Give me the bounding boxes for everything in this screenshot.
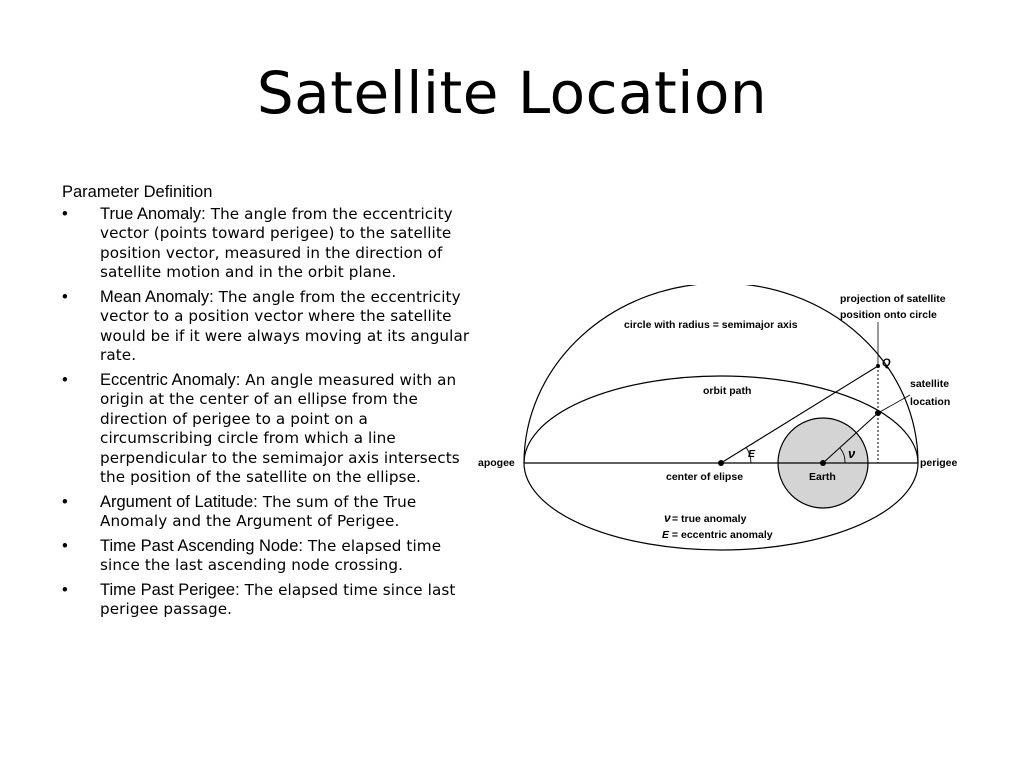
item-term: Time Past Ascending Node: (100, 536, 303, 555)
center-point (718, 460, 724, 466)
satellite-label-line2: location (910, 396, 950, 408)
true-anomaly-arc (839, 447, 846, 464)
true-anomaly-line (822, 412, 879, 464)
bullet-icon: • (62, 492, 68, 511)
legend-true-anomaly: = true anomaly (672, 513, 747, 525)
parameter-heading: Parameter Definition (62, 183, 213, 201)
list-item: • Time Past Ascending Node: The elapsed t… (62, 537, 482, 576)
item-term: Argument of Latitude: (100, 492, 258, 511)
item-definition: The elapsed time since the last ascendin… (100, 536, 442, 575)
q-point (876, 364, 880, 368)
satellite-leader (877, 394, 911, 414)
eccentric-anomaly-line (720, 365, 879, 464)
apogee-label: apogee (478, 457, 515, 469)
legend-eccentric-text: = eccentric anomaly (669, 529, 773, 541)
q-label: Q (882, 357, 891, 369)
bullet-icon: • (62, 204, 68, 223)
slide-title: Satellite Location (256, 59, 768, 127)
perigee-label: perigee (920, 457, 958, 469)
circumscribing-circle (523, 285, 919, 464)
list-item: • Mean Anomaly: The angle from the eccent… (62, 288, 482, 366)
projection-label-line1: projection of satellite (840, 293, 946, 305)
parameter-list: • True Anomaly: The angle from the eccent… (62, 205, 482, 620)
legend-e-symbol: E (662, 529, 670, 541)
earth-label: Earth (809, 471, 836, 483)
projection-label-line2: position onto circle (840, 309, 937, 321)
item-term: Time Past Perigee: (100, 580, 240, 599)
earth-center-point (820, 460, 826, 466)
e-angle-label: E (748, 448, 756, 460)
legend-true-anomaly-symbol: ν (664, 511, 671, 525)
legend-eccentric-anomaly: E = eccentric anomaly (662, 529, 773, 541)
center-of-ellipse-label: center of elipse (666, 471, 743, 483)
bullet-icon: • (62, 536, 68, 555)
item-term: True Anomaly: (100, 204, 206, 223)
satellite-label-line1: satellite (910, 378, 949, 390)
item-definition: The elapsed time since last perigee pass… (100, 580, 456, 619)
parameter-text: Parameter Definition • True Anomaly: The … (62, 183, 482, 625)
list-item: • Argument of Latitude: The sum of the Tr… (62, 493, 482, 532)
bullet-icon: • (62, 287, 68, 306)
list-item: • Eccentric Anomaly: An angle measured wi… (62, 371, 482, 488)
item-term: Mean Anomaly: (100, 287, 214, 306)
item-definition: The sum of the True Anomaly and the Argu… (100, 492, 417, 531)
circle-label: circle with radius = semimajor axis (624, 319, 798, 331)
bullet-icon: • (62, 370, 68, 389)
list-item: • Time Past Perigee: The elapsed time sin… (62, 581, 482, 620)
bullet-icon: • (62, 580, 68, 599)
list-item: • True Anomaly: The angle from the eccent… (62, 205, 482, 283)
item-definition: The angle from the eccentricity vector (… (100, 204, 453, 282)
orbit-diagram: ν circle with radius = semimajor axis pr… (478, 285, 958, 551)
e-angle-arc (745, 446, 752, 464)
item-definition: An angle measured with an origin at the … (100, 370, 460, 487)
item-definition: The angle from the eccentricity vector t… (100, 287, 470, 365)
true-anomaly-symbol: ν (848, 446, 856, 461)
satellite-point (875, 410, 881, 416)
orbit-path-label: orbit path (703, 385, 751, 397)
item-term: Eccentric Anomaly: (100, 370, 241, 389)
